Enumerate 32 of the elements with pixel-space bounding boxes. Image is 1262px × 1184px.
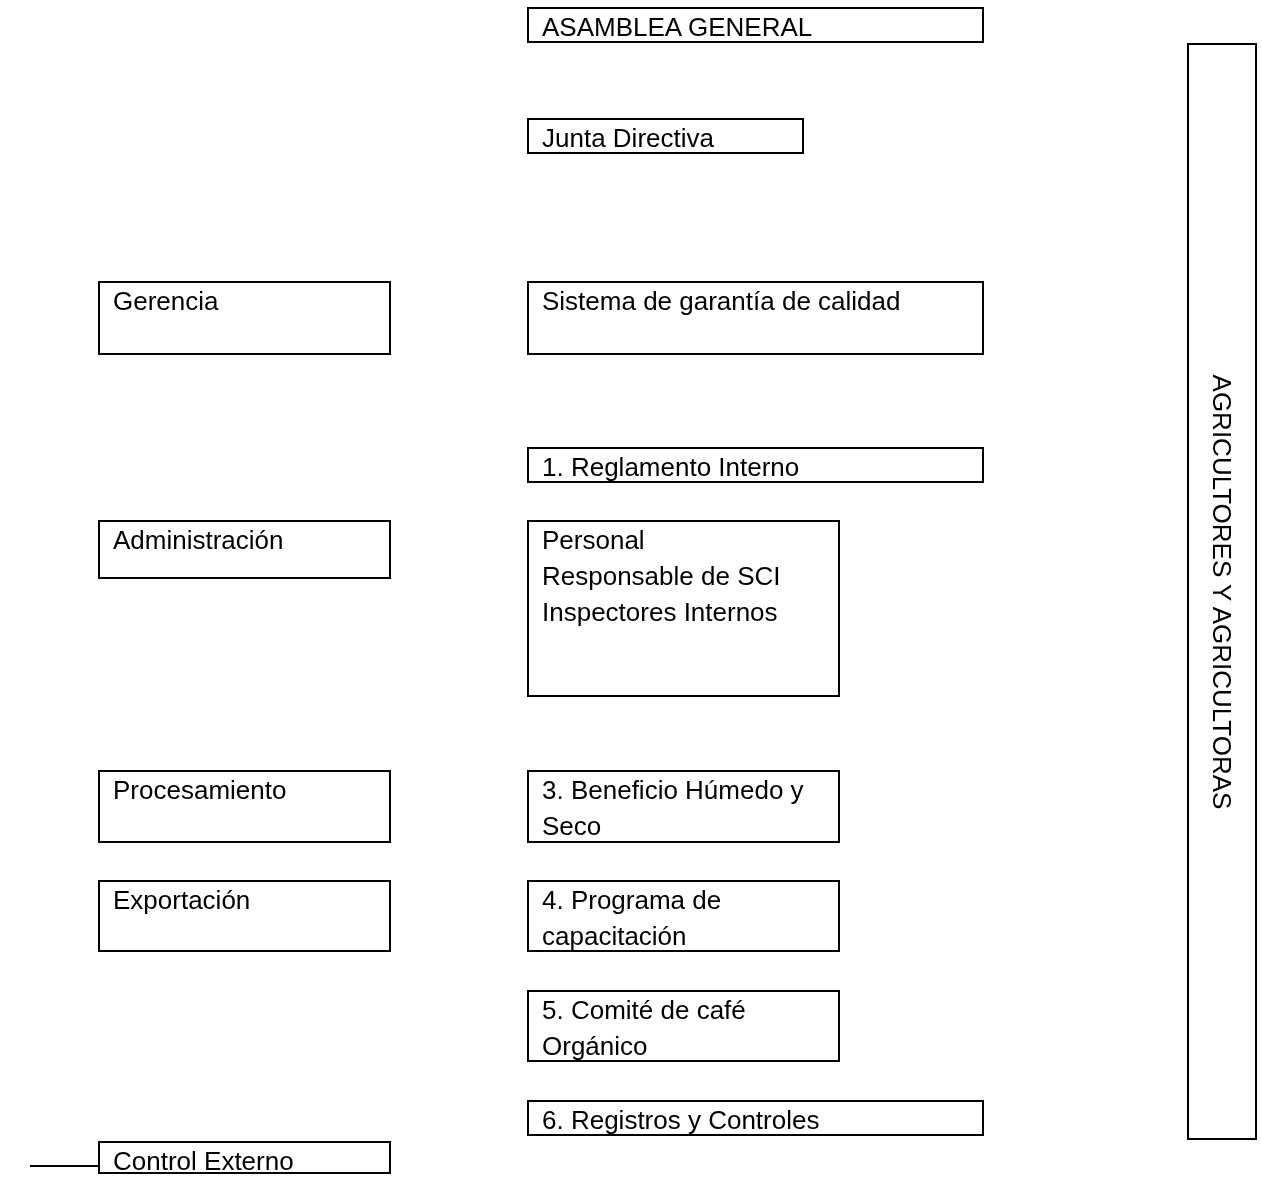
side-band	[1187, 43, 1257, 1140]
org-box	[527, 7, 984, 43]
box-label: Junta Directiva	[542, 122, 715, 155]
org-box	[527, 281, 984, 355]
org-box	[527, 880, 840, 952]
box-label: 6. Registros y Controles	[542, 1104, 821, 1137]
org-box	[98, 770, 391, 843]
box-label: Exportación	[113, 884, 252, 917]
org-box	[98, 520, 391, 579]
box-label: Control Externo	[113, 1145, 295, 1178]
org-box	[527, 990, 840, 1062]
box-label: Personal Responsable de SCI	[542, 524, 782, 593]
box-label: AGRICULTORES Y AGRICULTORAS	[1206, 374, 1238, 809]
box-label: 5. Comité de café Orgánico	[542, 994, 747, 1063]
box-label: Procesamiento	[113, 774, 288, 807]
box-label: 3. Beneficio Húmedo y Seco	[542, 774, 805, 843]
box-label: Inspectores Internos	[542, 596, 779, 629]
org-box	[527, 118, 804, 154]
org-box	[527, 770, 840, 843]
connector-line	[29, 1165, 99, 1167]
box-label: Gerencia	[113, 285, 220, 318]
box-label: ASAMBLEA GENERAL	[542, 11, 814, 44]
org-box	[98, 281, 391, 355]
org-box	[527, 520, 840, 697]
box-label: Sistema de garantía de calidad	[542, 285, 902, 318]
org-box	[98, 1141, 391, 1174]
org-box	[98, 880, 391, 952]
box-label: 4. Programa de capacitación	[542, 884, 723, 953]
box-label: Administración	[113, 524, 285, 557]
box-label: 1. Reglamento Interno	[542, 451, 801, 484]
org-box	[527, 447, 984, 483]
org-box	[527, 1100, 984, 1136]
